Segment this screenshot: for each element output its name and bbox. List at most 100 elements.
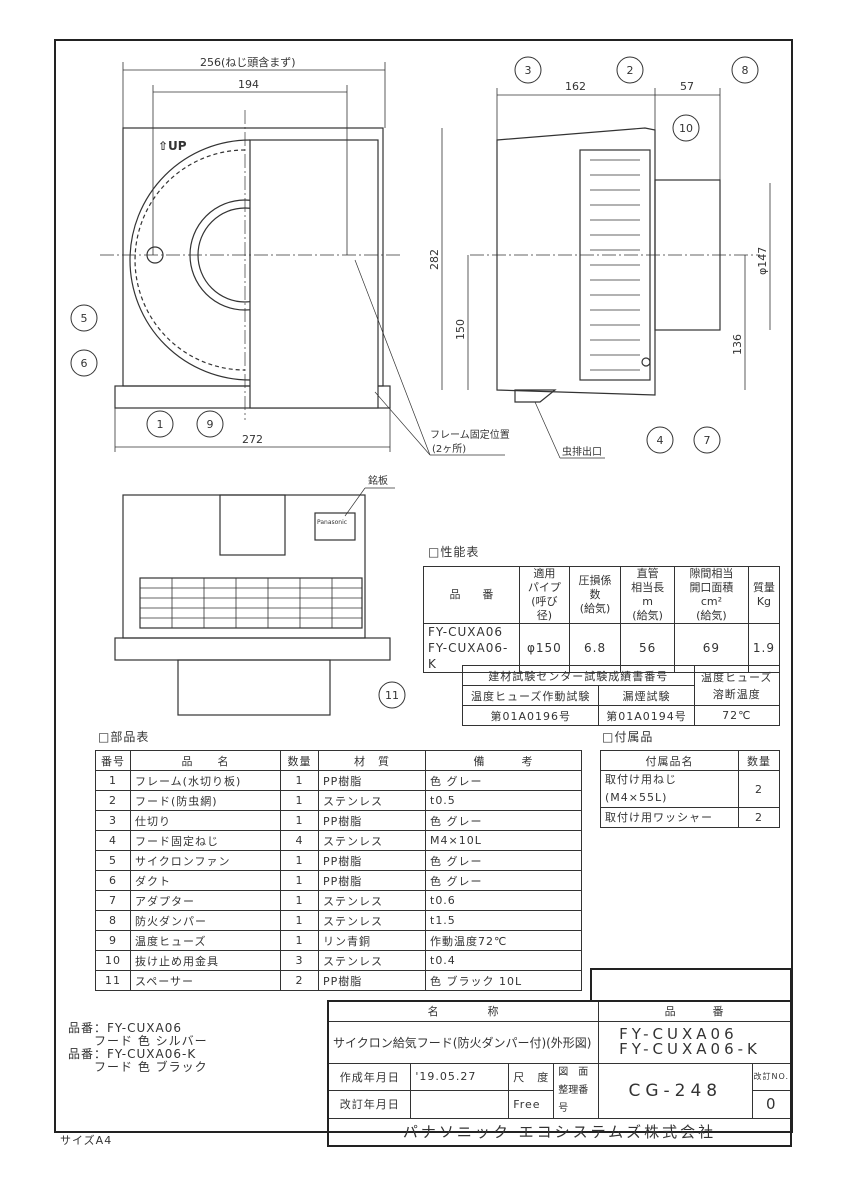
parts-cell: 5 [95, 850, 131, 871]
side-dimensions [441, 88, 771, 390]
parts-cell: t0.4 [425, 950, 582, 971]
parts-cell: ダクト [130, 870, 281, 891]
parts-cell: PP樹脂 [318, 970, 426, 991]
acc-cell: 2 [738, 770, 780, 808]
name-header: 名 称 [327, 1000, 600, 1022]
acc-cell: 取付け用ワッシャー [600, 807, 739, 828]
acc-header: 数量 [738, 750, 780, 771]
created-date: '19.05.27 [410, 1062, 510, 1091]
paper-size: サイズA4 [60, 1134, 113, 1147]
side-view [470, 127, 760, 403]
callout-circle [378, 681, 406, 709]
parts-cell: フレーム(水切り板) [130, 770, 281, 791]
callout-circle [196, 410, 224, 438]
parts-cell: PP樹脂 [318, 810, 426, 831]
performance-title: □性能表 [428, 545, 480, 559]
callout-circle [693, 426, 721, 454]
callout-number: 2 [627, 64, 634, 77]
test-table: 建材試験センター試験成績書番号温度ヒューズ 溶断温度 温度ヒューズ作動試験漏煙試… [461, 665, 781, 726]
insect-outlet-label: 虫排出口 [562, 445, 602, 458]
callout-number: 11 [385, 689, 399, 702]
dim-136: 136 [731, 334, 744, 355]
callout-circle [646, 426, 674, 454]
number-header: 品 番 [598, 1000, 792, 1022]
parts-cell: 10 [95, 950, 131, 971]
parts-cell: 2 [95, 790, 131, 811]
parts-cell: PP樹脂 [318, 770, 426, 791]
callout-number: 10 [679, 122, 693, 135]
callout-number: 5 [81, 312, 88, 325]
acc-header: 付属品名 [600, 750, 739, 771]
scale-label: 尺 度 [508, 1062, 555, 1091]
created-label: 作成年月日 [327, 1062, 412, 1091]
dim-150: 150 [454, 319, 467, 340]
parts-cell: 作動温度72℃ [425, 930, 582, 951]
parts-cell: 防火ダンパー [130, 910, 281, 931]
parts-cell: 8 [95, 910, 131, 931]
parts-header: 品 名 [130, 750, 281, 771]
revised-date [410, 1090, 510, 1119]
parts-cell: 色 グレー [425, 870, 582, 891]
perf-cell: FY-CUXA06 FY-CUXA06-K [423, 623, 520, 673]
model-notes: 品番：FY-CUXA06 フード 色 シルバー 品番：FY-CUXA06-K フ… [68, 1022, 208, 1074]
drawing-name: サイクロン給気フード(防火ダンパー付)(外形図) [327, 1020, 600, 1064]
parts-cell: 4 [280, 830, 319, 851]
acc-header-row: 付属品名数量 [600, 750, 780, 771]
parts-cell: M4×10L [425, 830, 582, 851]
parts-cell: 1 [280, 850, 319, 871]
product-numbers: FY-CUXA06 FY-CUXA06-K [598, 1020, 792, 1064]
drawing-number: CG-248 [598, 1062, 753, 1119]
callout-number: 8 [742, 64, 749, 77]
parts-cell: ステンレス [318, 790, 426, 811]
perf-header: 圧損係数 (給気) [568, 566, 622, 624]
drawing-no-label: 図 面 整理番号 [553, 1062, 600, 1119]
parts-cell: 1 [280, 890, 319, 911]
parts-cell: PP樹脂 [318, 850, 426, 871]
revised-label: 改訂年月日 [327, 1090, 412, 1119]
nameplate-label: 銘板 [368, 474, 388, 487]
perf-header: 直管 相当長 m (給気) [620, 566, 675, 624]
brand-logo: Panasonic [317, 519, 347, 526]
parts-cell: PP樹脂 [318, 870, 426, 891]
title-block: 名 称品 番 サイクロン給気フード(防火ダンパー付)(外形図)FY-CUXA06… [327, 1000, 792, 1147]
parts-cell: t1.5 [425, 910, 582, 931]
parts-header: 材 質 [318, 750, 426, 771]
parts-cell: フード固定ねじ [130, 830, 281, 851]
callout-circle [70, 304, 98, 332]
parts-header: 数量 [280, 750, 319, 771]
perf-cell: 69 [674, 623, 749, 673]
perf-cell: 6.8 [568, 623, 622, 673]
fuse-temp: 72℃ [693, 705, 781, 726]
note-line: フード 色 ブラック [68, 1060, 208, 1074]
note-line: 品番：FY-CUXA06 [68, 1021, 183, 1035]
frame-fix-label: フレーム固定位置 [430, 428, 510, 441]
revision-label: 改訂NO. [751, 1062, 792, 1091]
parts-cell: 1 [280, 910, 319, 931]
smoke-test-header: 漏煙試験 [598, 685, 695, 706]
parts-cell: リン青銅 [318, 930, 426, 951]
parts-header-row: 番号品 名数量材 質備 考 [95, 750, 582, 771]
callout-number: 1 [157, 418, 164, 431]
bottom-view [114, 494, 391, 716]
frame-fix-count: (2ヶ所) [432, 443, 466, 455]
perf-cell: 56 [620, 623, 675, 673]
callout-number: 9 [207, 418, 214, 431]
fuse-test-no: 第01A0196号 [461, 705, 600, 726]
parts-cell: 11 [95, 970, 131, 991]
parts-cell: 1 [95, 770, 131, 791]
parts-cell: 1 [280, 810, 319, 831]
perf-cell: 1.9 [747, 623, 781, 673]
parts-cell: 抜け止め用金具 [130, 950, 281, 971]
acc-cell: 2 [738, 807, 780, 828]
callout-circle [731, 56, 759, 84]
test-header: 建材試験センター試験成績書番号 [462, 665, 695, 686]
